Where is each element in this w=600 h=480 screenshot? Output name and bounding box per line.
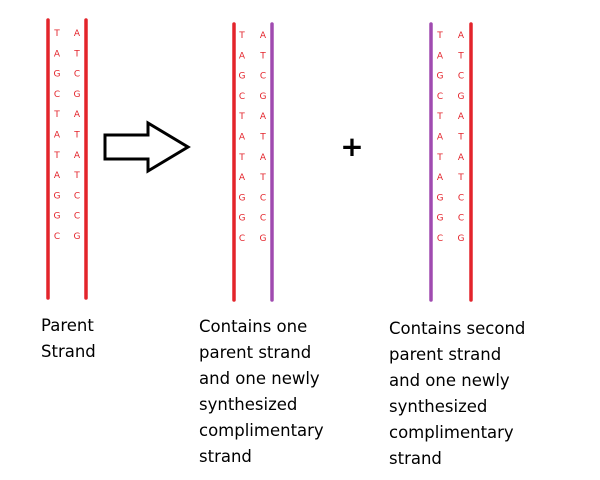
base-letter: A	[437, 51, 444, 61]
base-letter: T	[436, 31, 443, 41]
base-letter: G	[74, 232, 81, 242]
base-letter: T	[457, 51, 464, 61]
caption-line: Parent	[41, 316, 94, 335]
base-letter: A	[260, 31, 267, 41]
base-letter: T	[259, 133, 266, 143]
base-letter: A	[74, 110, 81, 120]
base-letter: C	[74, 70, 80, 80]
base-letter: A	[54, 131, 61, 141]
base-letter: A	[458, 112, 465, 122]
caption-line: strand	[199, 447, 252, 466]
parent-strand-caption: Parent Strand	[41, 313, 96, 365]
base-letter: T	[238, 31, 245, 41]
base-letter: G	[54, 212, 61, 222]
base-letter: C	[458, 193, 464, 203]
base-letter: G	[437, 72, 444, 82]
base-letter: T	[53, 29, 60, 39]
base-letter: A	[239, 51, 246, 61]
base-letter: T	[259, 173, 266, 183]
base-letter: T	[259, 51, 266, 61]
base-letter: C	[54, 232, 60, 242]
base-letter: T	[457, 133, 464, 143]
caption-line: Strand	[41, 342, 96, 361]
base-letter: T	[436, 112, 443, 122]
base-letter: T	[457, 173, 464, 183]
caption-line: and one newly	[199, 369, 320, 388]
base-letter: C	[437, 234, 443, 244]
base-letter: C	[260, 72, 266, 82]
base-letter: G	[74, 90, 81, 100]
base-letter: G	[239, 72, 246, 82]
caption-line: Contains one	[199, 317, 308, 336]
base-letter: C	[239, 234, 245, 244]
base-letter: A	[437, 173, 444, 183]
base-letter: A	[458, 153, 465, 163]
base-letter: A	[239, 173, 246, 183]
caption-line: synthesized	[199, 395, 298, 414]
base-letter: C	[74, 212, 80, 222]
base-letter: G	[437, 214, 444, 224]
base-letter: A	[239, 133, 246, 143]
base-letter: A	[437, 133, 444, 143]
base-letter: A	[260, 112, 267, 122]
base-letter: T	[73, 171, 80, 181]
second-daughter-caption: Contains second parent strand and one ne…	[389, 316, 525, 472]
base-letter: T	[436, 153, 443, 163]
base-letter: G	[54, 70, 61, 80]
base-letter: G	[54, 191, 61, 201]
caption-line: complimentary	[199, 421, 324, 440]
base-letter: T	[238, 153, 245, 163]
base-letter: C	[458, 72, 464, 82]
caption-line: parent strand	[389, 345, 502, 364]
base-letter: T	[53, 110, 60, 120]
base-letter: G	[458, 234, 465, 244]
caption-line: synthesized	[389, 397, 488, 416]
base-letter: C	[437, 92, 443, 102]
caption-line: Contains second	[389, 319, 526, 338]
plus-icon: +	[340, 130, 363, 163]
base-letter: T	[53, 151, 60, 161]
base-letter: T	[73, 131, 80, 141]
base-letter: A	[54, 171, 61, 181]
base-letter: C	[54, 90, 60, 100]
base-letter: G	[260, 92, 267, 102]
caption-line: complimentary	[389, 423, 514, 442]
base-letter: A	[458, 31, 465, 41]
base-letter: C	[239, 92, 245, 102]
first-daughter-caption: Contains one parent strand and one newly…	[199, 314, 324, 470]
base-letter: G	[437, 193, 444, 203]
base-letter: A	[74, 29, 81, 39]
base-letter: G	[239, 193, 246, 203]
base-letter: T	[238, 112, 245, 122]
base-letter: C	[260, 193, 266, 203]
base-letter: G	[239, 214, 246, 224]
base-letter: A	[54, 49, 61, 59]
base-letter: A	[260, 153, 267, 163]
base-letter: C	[458, 214, 464, 224]
caption-line: strand	[389, 449, 442, 468]
caption-line: parent strand	[199, 343, 312, 362]
right-arrow-icon	[103, 120, 191, 174]
base-letter: C	[74, 191, 80, 201]
base-letter: A	[74, 151, 81, 161]
base-letter: T	[73, 49, 80, 59]
caption-line: and one newly	[389, 371, 510, 390]
base-letter: G	[458, 92, 465, 102]
base-letter: G	[260, 234, 267, 244]
base-letter: C	[260, 214, 266, 224]
